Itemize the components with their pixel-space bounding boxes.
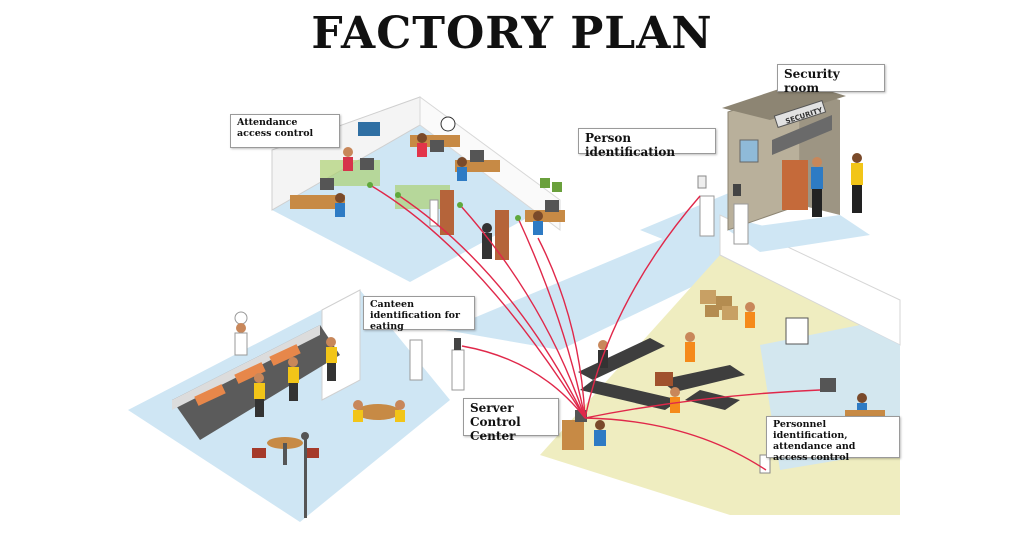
label-server-control-center: Server Control Center bbox=[463, 398, 559, 442]
label-personnel-identification: Personnel identification, attendance and… bbox=[766, 416, 900, 463]
label-person-identification: Person identification bbox=[578, 128, 716, 159]
canteen-area bbox=[128, 289, 465, 522]
connection-lines bbox=[369, 184, 821, 471]
factory-area bbox=[540, 214, 901, 515]
label-security-room: Security room bbox=[777, 64, 885, 95]
label-canteen-identification: Canteen identification for eating bbox=[363, 296, 475, 332]
office-area bbox=[271, 96, 565, 282]
connection-nodes bbox=[367, 182, 521, 221]
corridor-floor bbox=[445, 215, 800, 350]
page-title: FACTORY PLAN bbox=[311, 8, 713, 59]
security-building: SECURITY bbox=[697, 82, 870, 252]
label-attendance-access-control: Attendance access control bbox=[230, 114, 340, 148]
